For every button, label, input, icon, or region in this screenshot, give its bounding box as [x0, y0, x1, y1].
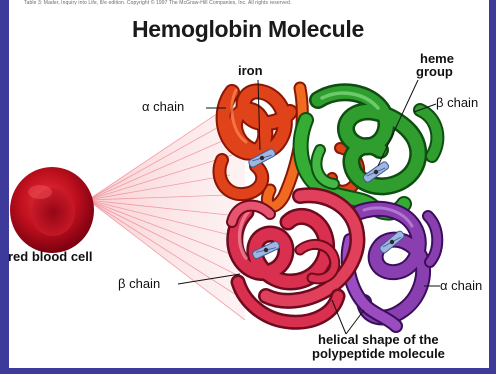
- red-blood-cell: [10, 167, 94, 253]
- label-alpha-chain-top: α chain: [142, 100, 184, 114]
- beta-chain-bottom: [232, 195, 357, 322]
- label-red-blood-cell: red blood cell: [8, 250, 93, 264]
- label-beta-chain-top: β chain: [436, 96, 478, 110]
- label-iron: iron: [238, 64, 263, 78]
- label-alpha-chain-bottom: α chain: [440, 279, 482, 293]
- label-heme-group-line2: group: [416, 65, 453, 79]
- label-helical-shape-line1: helical shape of the: [318, 333, 439, 347]
- label-beta-chain-bottom: β chain: [118, 277, 160, 291]
- label-helical-shape-line2: polypeptide molecule: [312, 347, 445, 361]
